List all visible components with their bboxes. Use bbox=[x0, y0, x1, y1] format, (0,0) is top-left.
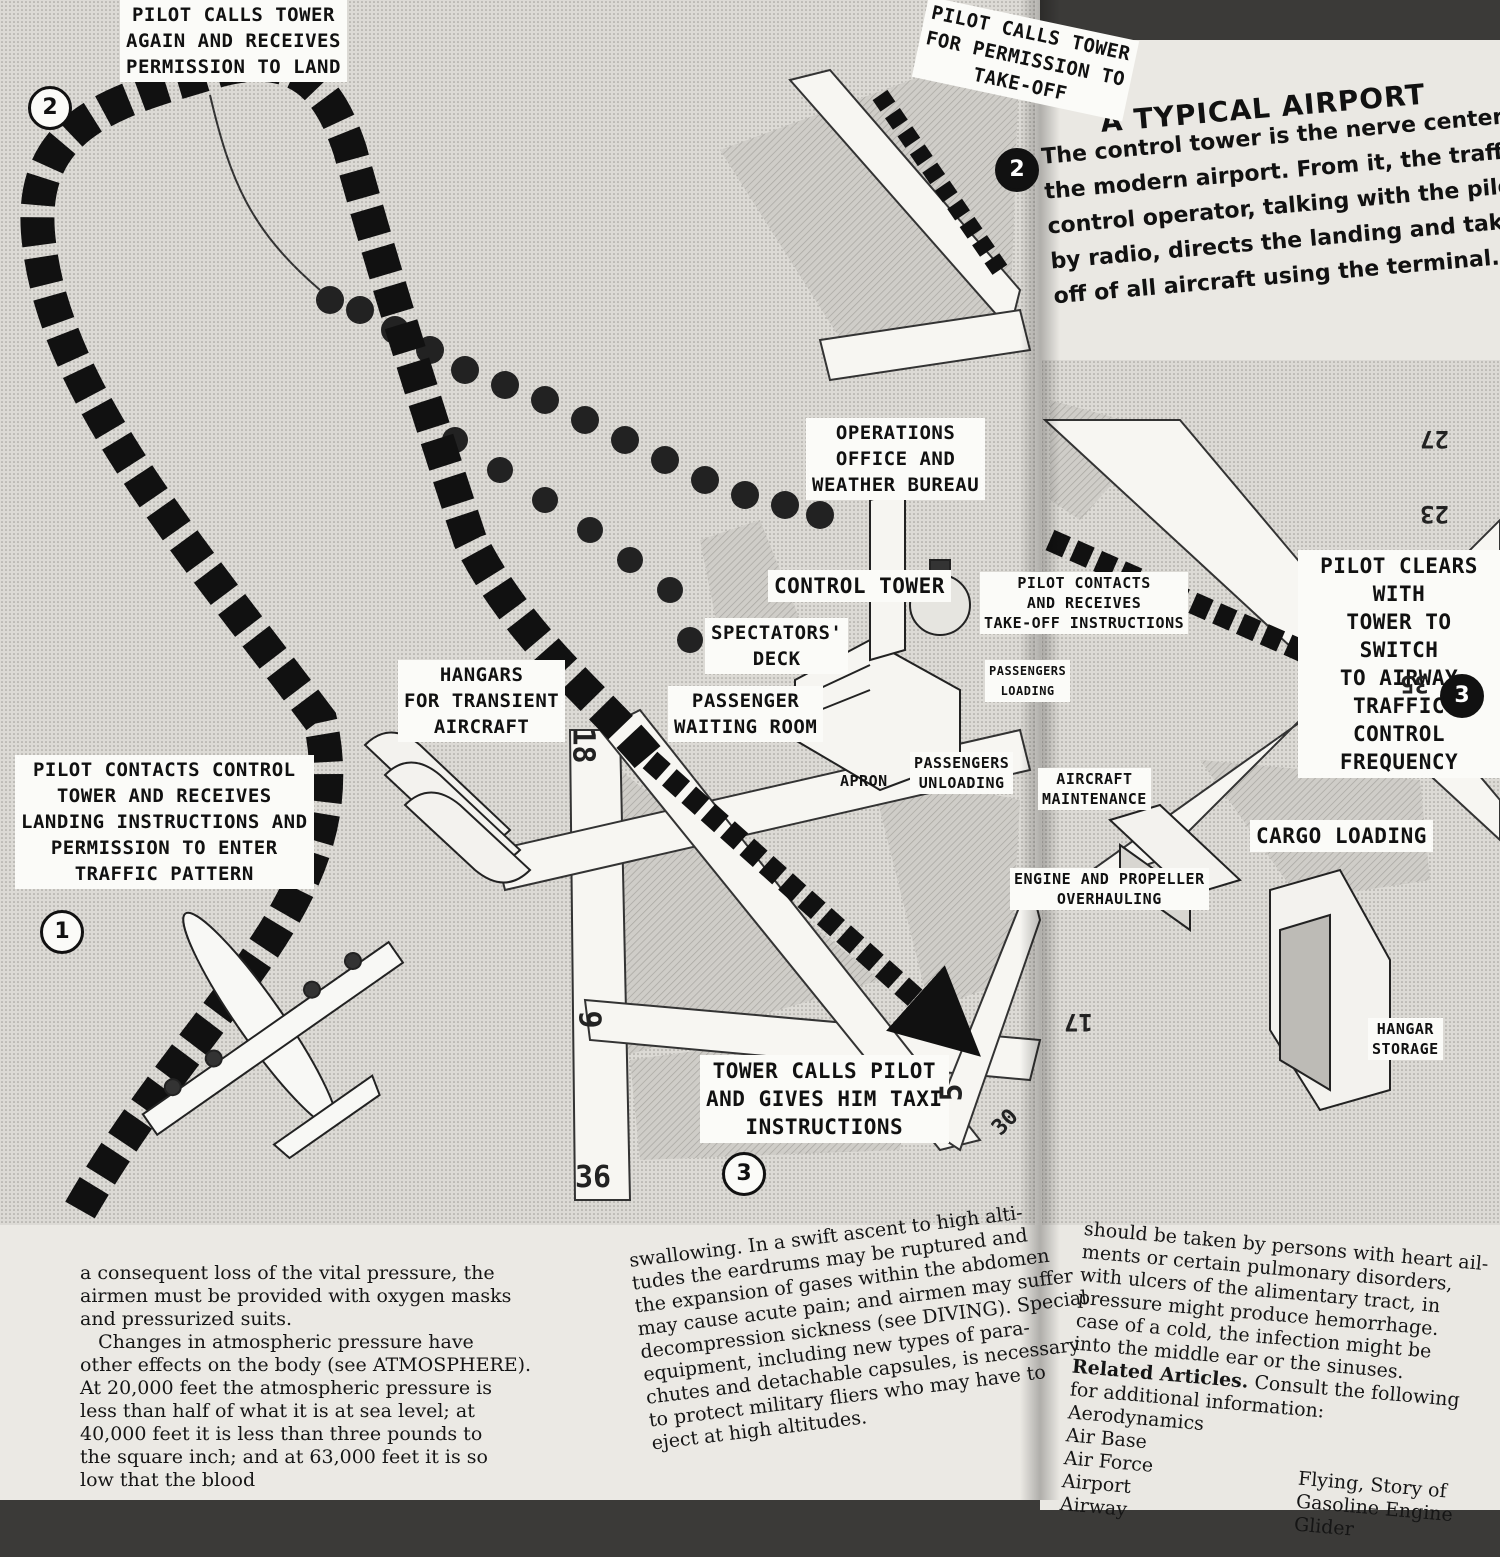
runway-number: 35 bbox=[1400, 670, 1429, 698]
label-line: WAITING ROOM bbox=[674, 716, 818, 738]
book-spine-shadow bbox=[1020, 0, 1060, 1500]
step-number-1: 1 bbox=[40, 910, 84, 954]
label-line: CONTROL FREQUENCY bbox=[1339, 722, 1459, 774]
article-column-3: should be taken by persons with heart ai… bbox=[1059, 1218, 1500, 1557]
takeoff-path-north bbox=[872, 89, 1008, 276]
runway-number: 27 bbox=[1420, 425, 1449, 453]
label-passengers-loading: PASSENGERS LOADING bbox=[985, 660, 1071, 702]
label-line: ENGINE AND PROPELLER bbox=[1014, 870, 1205, 888]
label-line: AND GIVES HIM TAXI bbox=[706, 1087, 943, 1111]
label-line: WEATHER BUREAU bbox=[812, 474, 980, 496]
label-hangar-storage: HANGAR STORAGE bbox=[1368, 1018, 1443, 1060]
label-engine-propeller: ENGINE AND PROPELLER OVERHAULING bbox=[1010, 868, 1209, 910]
label-line: PILOT CALLS TOWER bbox=[131, 4, 335, 26]
runway-number: 36 bbox=[575, 1160, 612, 1195]
takeoff-step-number-3: 3 bbox=[1440, 674, 1484, 718]
runway-taxi-north bbox=[788, 68, 1022, 333]
label-line: PERMISSION TO ENTER bbox=[50, 837, 278, 859]
related-list-left: Aerodynamics Air Base Air Force Airport … bbox=[1059, 1401, 1205, 1527]
label-line: AGAIN AND RECEIVES bbox=[126, 30, 341, 52]
runway-number: 17 bbox=[1064, 1008, 1093, 1036]
label-line: INSTRUCTIONS bbox=[745, 1115, 904, 1139]
label-line: TOWER AND RECEIVES bbox=[56, 785, 272, 807]
label-line: TO AIRWAY TRAFFIC bbox=[1339, 666, 1459, 718]
text-line: the square inch; and at 63,000 feet it i… bbox=[80, 1446, 488, 1468]
tree-line bbox=[316, 286, 834, 653]
text-line: airmen must be provided with oxygen mask… bbox=[80, 1285, 512, 1307]
taxi-arrow-path bbox=[642, 751, 981, 1057]
runway-number: 9 bbox=[571, 1010, 607, 1029]
label-line: TOWER TO SWITCH bbox=[1346, 610, 1452, 662]
label-tower-calls-pilot: TOWER CALLS PILOT AND GIVES HIM TAXI INS… bbox=[700, 1055, 949, 1143]
label-line: SPECTATORS' bbox=[711, 622, 843, 644]
label-spectators-deck: SPECTATORS' DECK bbox=[705, 618, 849, 674]
label-line: PERMISSION TO LAND bbox=[126, 56, 341, 78]
label-line: AND RECEIVES bbox=[1026, 594, 1142, 612]
label-landing-step2: PILOT CALLS TOWER AGAIN AND RECEIVES PER… bbox=[120, 0, 347, 82]
label-line: PILOT CONTACTS bbox=[1017, 574, 1151, 592]
text-line: Changes in atmospheric pressure have bbox=[80, 1331, 474, 1353]
related-list-right: Flying, Story of Gasoline Engine Glider bbox=[1293, 1468, 1456, 1550]
label-line: TAKE-OFF INSTRUCTIONS bbox=[984, 614, 1185, 632]
grass-plot bbox=[720, 40, 1020, 370]
label-line: STORAGE bbox=[1372, 1040, 1439, 1058]
runway-number: 5 bbox=[934, 1083, 970, 1102]
label-line: LOADING bbox=[1000, 684, 1055, 698]
text-line: 40,000 feet it is less than three pounds… bbox=[80, 1423, 483, 1445]
label-line: AIRCRAFT bbox=[1056, 770, 1133, 788]
label-line: TRAFFIC PATTERN bbox=[74, 863, 254, 885]
label-line: DECK bbox=[752, 648, 801, 670]
label-aircraft-maintenance: AIRCRAFT MAINTENANCE bbox=[1038, 768, 1151, 810]
label-line: MAINTENANCE bbox=[1042, 790, 1147, 808]
label-operations-office: OPERATIONS OFFICE AND WEATHER BUREAU bbox=[806, 418, 986, 500]
runway-diag-right bbox=[928, 876, 1042, 1152]
text-line: other effects on the body (see ATMOSPHER… bbox=[80, 1354, 532, 1376]
grass-plot bbox=[700, 520, 800, 640]
label-line: OVERHAULING bbox=[1056, 890, 1162, 908]
label-landing-step1: PILOT CONTACTS CONTROL TOWER AND RECEIVE… bbox=[15, 755, 314, 889]
article-column-1: a consequent loss of the vital pressure,… bbox=[80, 1262, 600, 1492]
runway-number: 18 bbox=[565, 727, 601, 764]
text-line: less than half of what it is at sea leve… bbox=[80, 1400, 475, 1422]
takeoff-step-number-2: 2 bbox=[995, 148, 1039, 192]
label-control-tower: CONTROL TOWER bbox=[768, 570, 951, 602]
text-line: and pressurized suits. bbox=[80, 1308, 293, 1330]
label-line: AIRCRAFT bbox=[433, 716, 530, 738]
label-line: LANDING INSTRUCTIONS AND bbox=[21, 811, 308, 833]
label-line: HANGARS bbox=[439, 664, 524, 686]
approach-trail bbox=[209, 94, 321, 291]
label-passenger-waiting-room: PASSENGER WAITING ROOM bbox=[668, 686, 824, 742]
airplane bbox=[141, 911, 405, 1160]
label-line: TOWER CALLS PILOT bbox=[712, 1059, 936, 1083]
text-line: At 20,000 feet the atmospheric pressure … bbox=[80, 1377, 493, 1399]
label-cargo-loading: CARGO LOADING bbox=[1250, 820, 1433, 852]
label-hangars-transient: HANGARS FOR TRANSIENT AIRCRAFT bbox=[398, 660, 566, 742]
step-number-3: 3 bbox=[722, 1152, 766, 1196]
text-line: a consequent loss of the vital pressure,… bbox=[80, 1262, 495, 1284]
label-apron: APRON bbox=[840, 772, 888, 790]
grass-plot bbox=[870, 770, 1020, 1010]
label-passengers-unloading: PASSENGERS UNLOADING bbox=[910, 752, 1014, 794]
label-line: PILOT CLEARS WITH bbox=[1320, 554, 1478, 606]
label-line: PASSENGERS bbox=[914, 754, 1010, 772]
label-pilot-contacts-takeoff: PILOT CONTACTS AND RECEIVES TAKE-OFF INS… bbox=[980, 572, 1189, 634]
runway-9-right bbox=[818, 308, 1032, 382]
label-line: FOR TRANSIENT bbox=[404, 690, 560, 712]
airport-diagram bbox=[0, 0, 1500, 1225]
label-line: PILOT CONTACTS CONTROL bbox=[32, 759, 296, 781]
label-line: UNLOADING bbox=[918, 774, 1005, 792]
runway-18-36 bbox=[568, 729, 632, 1201]
label-line: OPERATIONS bbox=[835, 422, 956, 444]
landing-flight-path bbox=[20, 47, 664, 1219]
label-line: PASSENGER bbox=[691, 690, 800, 712]
step-number-2: 2 bbox=[28, 86, 72, 130]
text-line: low that the blood bbox=[80, 1469, 256, 1491]
label-line: OFFICE AND bbox=[835, 448, 956, 470]
hangars-transient bbox=[363, 731, 532, 884]
label-line: PASSENGERS bbox=[989, 664, 1067, 678]
runway-number: 23 bbox=[1420, 500, 1449, 528]
label-line: HANGAR bbox=[1376, 1020, 1434, 1038]
label-pilot-clears: PILOT CLEARS WITH TOWER TO SWITCH TO AIR… bbox=[1298, 550, 1500, 778]
